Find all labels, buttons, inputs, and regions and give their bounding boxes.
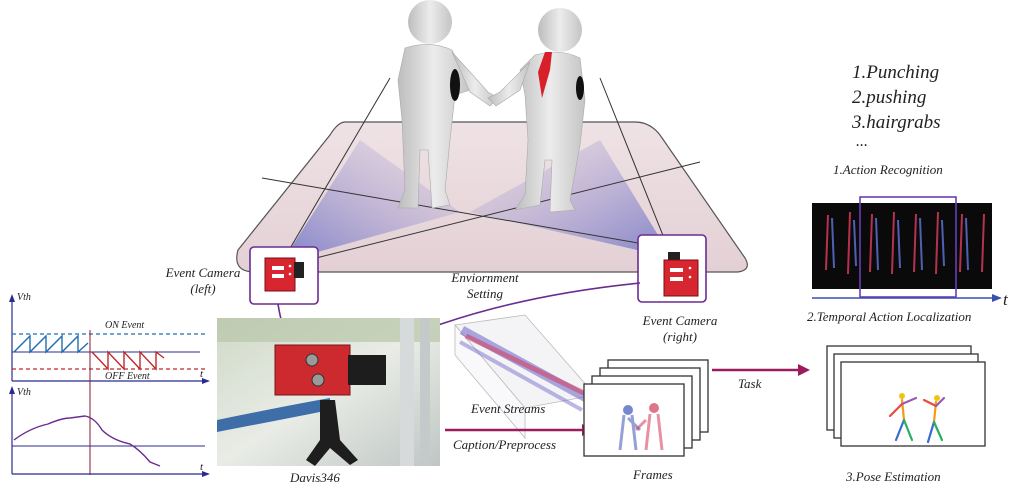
left-event-camera	[249, 246, 319, 305]
right-camera-view-cone	[470, 140, 672, 258]
action-recognition-caption: 1.Action Recognition	[833, 162, 943, 177]
off-sawtooth	[91, 350, 165, 371]
top-plot-ylabel: Vth	[17, 292, 31, 303]
action-item-hairgrabs: 3.hairgrabs	[852, 112, 941, 133]
left-camera-view-cone	[282, 140, 460, 262]
event-streams-volume	[454, 314, 596, 440]
temporal-axis-label: t	[1003, 290, 1008, 309]
on-event-label: ON Event	[105, 320, 145, 331]
event-streams-label: Event Streams	[471, 401, 546, 416]
task-label: Task	[738, 376, 762, 391]
environment-setting-line2: Setting	[466, 286, 504, 301]
caption-preprocess-label: Caption/Preprocess	[453, 437, 557, 452]
left-camera-label: Event Camera (left)	[153, 265, 253, 297]
on-sawtooth	[13, 334, 89, 354]
left-camera-label-line2: (left)	[190, 281, 216, 296]
environment-floor	[236, 77, 748, 273]
frames-label: Frames	[633, 467, 673, 482]
left-camera-label-line1: Event Camera	[165, 265, 241, 280]
handshake-figures	[397, 0, 586, 213]
temporal-strip	[812, 196, 1002, 302]
pose-stack	[826, 345, 986, 447]
action-item-pushing: 2.pushing	[852, 87, 927, 108]
top-plot-xlabel: t	[200, 368, 204, 380]
pose-estimation-caption: 3.Pose Estimation	[846, 469, 941, 484]
environment-setting-label: Enviornment Setting	[435, 270, 535, 302]
bottom-plot-xlabel: t	[200, 461, 204, 473]
localization-window	[859, 196, 957, 298]
voltage-curve	[13, 415, 161, 467]
right-event-camera	[637, 234, 707, 303]
bottom-plot-ylabel: Vth	[17, 387, 31, 398]
right-camera-label-line1: Event Camera	[642, 313, 718, 328]
action-item-punching: 1.Punching	[852, 62, 940, 83]
off-event-label: OFF Event	[105, 371, 150, 382]
signal-plot	[9, 294, 210, 477]
right-camera-label-line2: (right)	[663, 329, 697, 344]
frames-stack	[583, 359, 709, 457]
right-camera-label: Event Camera (right)	[630, 313, 730, 345]
davis346-caption: Davis346	[290, 470, 340, 485]
action-item-ellipsis: ...	[856, 133, 868, 150]
davis346-photo	[217, 318, 440, 466]
environment-setting-line1: Enviornment	[451, 270, 519, 285]
pose-skeletons	[888, 393, 946, 444]
temporal-localization-caption: 2.Temporal Action Localization	[807, 309, 972, 324]
